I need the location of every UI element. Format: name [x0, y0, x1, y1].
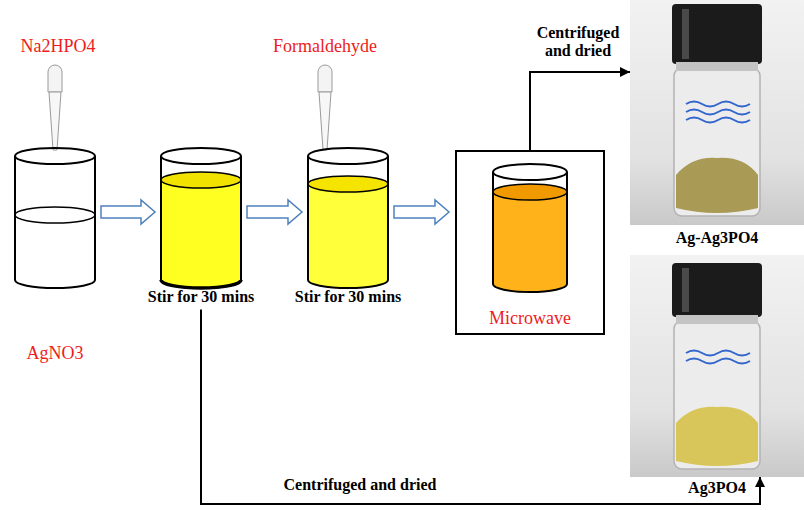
reagent-label: Formaldehyde: [271, 36, 379, 57]
vial-mark: [686, 118, 750, 123]
reagent-label: Na2HPO4: [19, 36, 98, 57]
vial-mark: [686, 359, 750, 364]
beaker-rim: [161, 148, 241, 164]
vial-mark: [686, 102, 750, 107]
flow-arrow: [201, 309, 760, 504]
beaker-liquid: [493, 192, 567, 292]
vial-photo: [630, 0, 804, 225]
node-label: Ag3PO4: [597, 479, 804, 497]
node-label: Ag-Ag3PO4: [597, 229, 804, 247]
dropper-tube: [319, 92, 331, 150]
beaker-node: AgNO3: [15, 148, 95, 367]
vial-neck: [676, 315, 758, 324]
beaker-liquid: [308, 184, 388, 288]
vial-powder: [676, 158, 758, 213]
dropper: [318, 65, 332, 150]
dropper-bulb: [318, 65, 332, 92]
beaker: [161, 148, 241, 288]
block-arrow: [394, 200, 449, 224]
beaker-liquid: [15, 215, 95, 288]
beaker-wall: [493, 172, 567, 292]
vial-mark: [686, 351, 750, 356]
beaker: [308, 148, 388, 288]
photo-ground: [630, 255, 804, 477]
node-label: AgNO3: [0, 343, 175, 364]
beaker-wall: [161, 156, 241, 288]
liquid-surface: [161, 172, 241, 188]
liquid-surface: [15, 207, 95, 223]
vial-cap: [672, 4, 762, 64]
beaker-rim: [493, 164, 567, 180]
dropper-tube: [49, 92, 61, 150]
product-photo: Ag-Ag3PO4: [630, 0, 804, 250]
beaker-node: Stir for 30 mins: [308, 148, 388, 309]
beaker-base: [161, 280, 241, 288]
label-anchor: Formaldehyde: [245, 36, 405, 57]
block-arrow: [101, 200, 155, 224]
beaker-rim: [308, 148, 388, 164]
step-label: Centrifuged and dried: [528, 24, 628, 61]
liquid-surface: [308, 176, 388, 192]
block-arrow: [247, 200, 302, 224]
beaker-rim: [15, 148, 95, 164]
beaker-wall: [308, 156, 388, 288]
vial-photo: [630, 255, 804, 477]
microwave-box: Microwave: [455, 150, 605, 335]
vial-glass: [674, 68, 760, 216]
flow-arrow: [530, 72, 630, 150]
beaker-wall: [15, 156, 95, 288]
vial-cap: [672, 263, 762, 317]
beaker: [493, 164, 567, 292]
photo-ground: [630, 0, 804, 225]
vial-glass: [674, 321, 760, 469]
beaker: [15, 148, 95, 288]
cap-highlight: [682, 9, 689, 59]
product-photo: Ag3PO4: [630, 255, 804, 477]
dropper: [48, 65, 62, 150]
node-label: Microwave: [410, 308, 650, 329]
beaker-node: Stir for 30 mins: [161, 148, 241, 309]
liquid-surface: [493, 184, 567, 200]
vial-neck: [676, 62, 758, 71]
node-label: Stir for 30 mins: [228, 288, 468, 306]
vial-powder: [676, 407, 758, 466]
label-anchor: Centrifuged and dried: [230, 476, 490, 494]
label-anchor: Na2HPO4: [0, 36, 128, 57]
step-label: Centrifuged and dried: [282, 476, 439, 494]
label-anchor: Centrifuged and dried: [528, 24, 628, 61]
beaker-liquid: [161, 180, 241, 288]
cap-highlight: [682, 268, 689, 312]
dropper-bulb: [48, 65, 62, 92]
node-label: Stir for 30 mins: [81, 288, 321, 306]
vial-mark: [686, 110, 750, 115]
